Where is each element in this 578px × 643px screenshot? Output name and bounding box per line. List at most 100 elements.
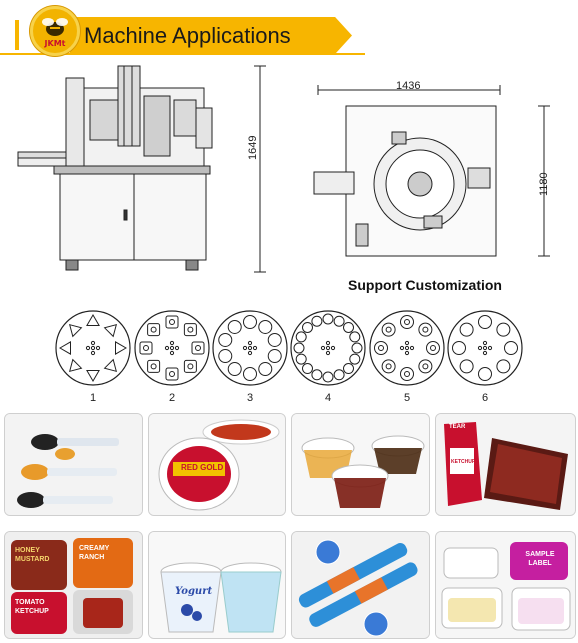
title-underline: [0, 53, 365, 55]
wheel-hub-dot: [90, 345, 96, 351]
mold-cavity-inner: [385, 326, 392, 333]
mold-cavity: [191, 341, 205, 355]
mold-cavity-inner: [422, 326, 429, 333]
mold-cavity: [165, 367, 179, 381]
mold-cavity-inner: [150, 363, 157, 370]
mold-cavity: [381, 359, 396, 374]
mold-cavity: [400, 367, 414, 381]
mold-cavity: [504, 341, 518, 355]
wheel-hub-dot: [409, 345, 415, 351]
depth-dimension-label: 1180: [538, 172, 550, 196]
mold-cavity: [103, 323, 118, 338]
mold-cavity: [103, 358, 118, 373]
machine-top-view-drawing: [313, 85, 550, 257]
wheel-hub-dot: [330, 345, 336, 351]
customization-caption: Support Customization: [348, 277, 502, 293]
mold-cavity-inner: [422, 363, 429, 370]
mold-cavity: [165, 315, 179, 329]
height-dimension-label: 1649: [247, 135, 259, 160]
wheel-hub-dot: [242, 345, 248, 351]
mold-cavity: [496, 322, 511, 337]
mold-cavity: [459, 359, 474, 374]
mold-cavity: [333, 369, 345, 381]
mold-cavity: [418, 359, 433, 374]
dip-label-honey-mustard: HONEY MUSTARD: [15, 547, 50, 563]
mold-cavity: [311, 369, 323, 381]
dip-label-tomato-ketchup: TOMATO KETCHUP: [15, 599, 49, 615]
mold-cavity: [311, 315, 323, 327]
mold-cavity-inner: [195, 345, 201, 351]
mold-cavity-inner: [385, 363, 392, 370]
wheel-hub-dot: [487, 345, 493, 351]
mold-cavity-inner: [150, 326, 157, 333]
mold-cavity-inner: [169, 319, 175, 325]
wheel-hub-dot: [95, 345, 101, 351]
brand-logo: [30, 6, 80, 56]
mold-cavity: [351, 342, 363, 354]
mold-wheel-label: 3: [246, 392, 254, 404]
wheel-hub-dot: [325, 340, 331, 346]
wheel-hub-dot: [399, 345, 405, 351]
mold-cavity: [267, 332, 282, 347]
tray-sample-label: SAMPLE LABEL: [525, 551, 555, 567]
mold-cavity: [183, 323, 197, 337]
mold-wheel-label: 2: [168, 392, 176, 404]
wheel-hub-dot: [320, 345, 326, 351]
mold-cavity-inner: [169, 371, 175, 377]
page-title: Machine Applications: [84, 23, 291, 48]
logo-text: JKMt: [44, 39, 66, 48]
wheel-hub-dot: [247, 340, 253, 346]
mold-cavity: [68, 358, 83, 373]
mold-cavity: [139, 341, 153, 355]
wheel-hub-dot: [85, 345, 91, 351]
mold-cavity: [343, 363, 355, 375]
product-photo-dual-dip-cups: HONEY MUSTARD CREAMY RANCH TOMATO KETCHU…: [4, 531, 143, 639]
mold-cavity-inner: [404, 371, 410, 377]
mold-cavity: [258, 362, 273, 377]
mold-cavity: [243, 315, 257, 329]
wheel-hub-dot: [169, 340, 175, 346]
mold-cavity: [496, 359, 511, 374]
mold-cavity-inner: [430, 345, 436, 351]
mold-cavity: [267, 349, 282, 364]
product-photo-yogurt-cups: Yogurt: [148, 531, 286, 639]
mold-cavity: [374, 341, 388, 355]
mold-cavity: [218, 332, 233, 347]
mold-cavity: [452, 341, 466, 355]
wheel-hub-dot: [404, 350, 410, 356]
mold-cavity: [295, 353, 307, 365]
mold-cavity: [258, 319, 273, 334]
product-photo-tube-sticks: [291, 531, 430, 639]
mold-cavity: [349, 331, 361, 343]
wheel-hub-dot: [482, 350, 488, 356]
wheel-hub-dot: [482, 340, 488, 346]
wheel-hub-dot: [325, 345, 331, 351]
mold-cavity: [459, 322, 474, 337]
wheel-hub-dot: [482, 345, 488, 351]
title-banner: [70, 17, 352, 54]
mold-cavity-inner: [378, 345, 384, 351]
mold-wheel-5: [369, 310, 445, 386]
header-accent-bar: [15, 20, 19, 50]
mold-cavity-inner: [187, 363, 194, 370]
mold-cavity: [183, 359, 197, 373]
pouch-ketchup-label: KETCHUP: [451, 459, 476, 465]
mold-cavity: [478, 315, 492, 329]
mold-cavity: [86, 314, 100, 326]
mold-cavity: [301, 321, 313, 333]
width-dimension-label: 1436: [396, 80, 421, 92]
wheel-hub-dot: [164, 345, 170, 351]
mold-cavity: [400, 315, 414, 329]
mold-cavity: [381, 322, 396, 337]
mold-cavity: [147, 359, 161, 373]
mold-cavity: [227, 362, 242, 377]
wheel-hub-dot: [404, 340, 410, 346]
mold-cavity: [333, 315, 345, 327]
mold-cavity: [243, 367, 257, 381]
mold-cavity: [295, 331, 307, 343]
mold-wheel-1: [55, 310, 131, 386]
wheel-hub-dot: [325, 350, 331, 356]
mold-wheel-2: [134, 310, 210, 386]
mold-cavity: [227, 319, 242, 334]
product-photo-portion-cups: [291, 413, 430, 516]
